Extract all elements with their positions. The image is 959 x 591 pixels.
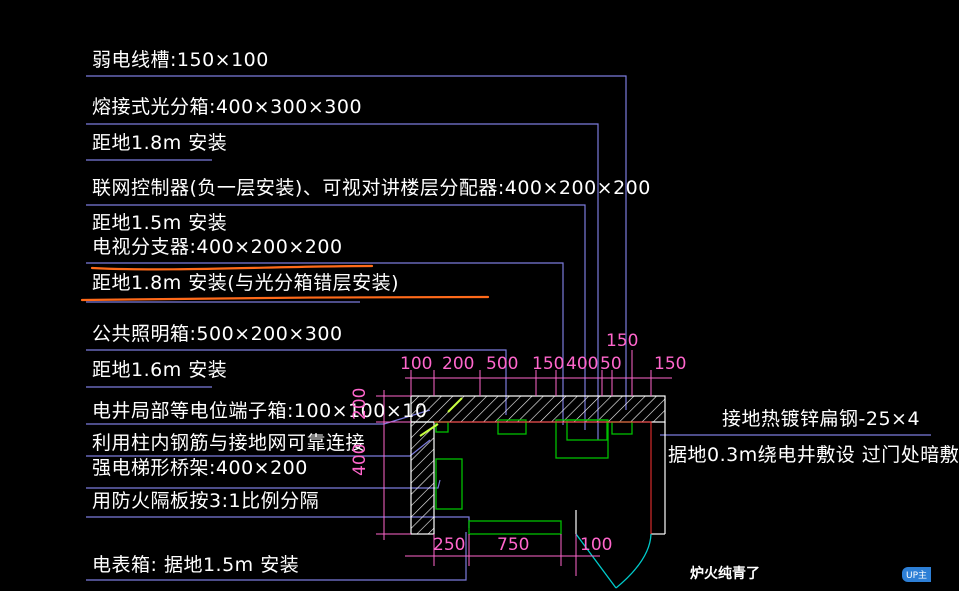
door-leaf [575, 533, 617, 589]
cad-drawing-canvas [80, 75, 931, 589]
dim-text-top-150c: 150 [654, 354, 687, 374]
label-height-16: 距地1.6m 安装 [92, 359, 228, 381]
label-column-rebar: 利用柱内钢筋与接地网可靠连接 [92, 432, 366, 454]
tv-splitter-outline [566, 419, 608, 441]
label-meter-box: 电表箱: 据地1.5m 安装 [92, 554, 300, 576]
label-tv-splitter: 电视分支器:400×200×200 [92, 236, 343, 258]
dim-text-bottom-250: 250 [433, 535, 466, 555]
cable-tray-outline [435, 458, 463, 510]
meter-box-outline [468, 520, 562, 535]
label-height-18-b: 距地1.8m 安装(与光分箱错层安装) [92, 272, 400, 294]
leader-lines [86, 75, 931, 581]
leader-cable-tray [86, 479, 441, 489]
dim-text-left-400: 400 [350, 443, 370, 476]
label-fiber-box: 熔接式光分箱:400×300×300 [92, 96, 363, 118]
leader-tv-splitter [86, 262, 564, 425]
dim-text-top-200: 200 [442, 354, 475, 374]
highlight-stroke-lower [80, 295, 490, 302]
dim-text-bottom-100: 100 [580, 535, 613, 555]
network-ctrl-outline [611, 421, 633, 435]
shaft-walls [410, 395, 666, 535]
wall-top [410, 395, 666, 423]
uploader-badge: UP主 [901, 567, 931, 582]
label-weak-trough: 弱电线槽:150×100 [92, 49, 269, 71]
dim-text-top-150a: 150 [532, 354, 565, 374]
ground-steel-strip [434, 421, 652, 534]
tick-mark-lower [419, 423, 439, 437]
label-height-18-a: 距地1.8m 安装 [92, 132, 228, 154]
label-ground-steel: 接地热镀锌扁钢-25×4 [722, 408, 921, 430]
fiber-box-outline [555, 419, 609, 459]
watermark-text: 炉火纯青了 [690, 566, 760, 582]
leader-lighting-box [86, 349, 507, 415]
dim-text-top-500: 500 [486, 354, 519, 374]
dimension-lines [376, 350, 672, 576]
dim-text-bottom-750: 750 [497, 535, 530, 555]
label-equipotential-box: 电井局部等电位端子箱:100×100×10 [92, 400, 428, 422]
tick-mark-upper [447, 397, 463, 413]
leader-network-ctrl [86, 204, 586, 430]
door-arc [615, 533, 652, 589]
highlight-marks [80, 264, 490, 302]
dim-text-top-100: 100 [400, 354, 433, 374]
leader-meter-box [86, 532, 467, 581]
dim-text-left-200: 200 [350, 387, 370, 420]
label-lighting-box: 公共照明箱:500×200×300 [92, 323, 343, 345]
label-ground-route: 据地0.3m绕电井敷设 过门处暗敷 [668, 444, 959, 466]
leader-weak-trough [86, 75, 627, 410]
dim-text-top-50: 50 [600, 354, 622, 374]
door [575, 533, 652, 589]
highlight-stroke-upper [90, 264, 374, 271]
equipotential-outline [435, 421, 449, 433]
lighting-box-outline [497, 419, 527, 435]
label-fire-partition: 用防火隔板按3:1比例分隔 [92, 490, 320, 512]
label-height-15-a: 距地1.5m 安装 [92, 212, 228, 234]
wall-left [410, 421, 435, 535]
equipment [435, 419, 633, 535]
label-network-ctrl: 联网控制器(负一层安装)、可视对讲楼层分配器:400×200×200 [92, 177, 651, 199]
dim-text-top-400: 400 [566, 354, 599, 374]
dim-text-top-150b: 150 [606, 331, 639, 351]
label-cable-tray: 强电梯形桥架:400×200 [92, 457, 308, 479]
leader-fiber-box [86, 123, 599, 440]
